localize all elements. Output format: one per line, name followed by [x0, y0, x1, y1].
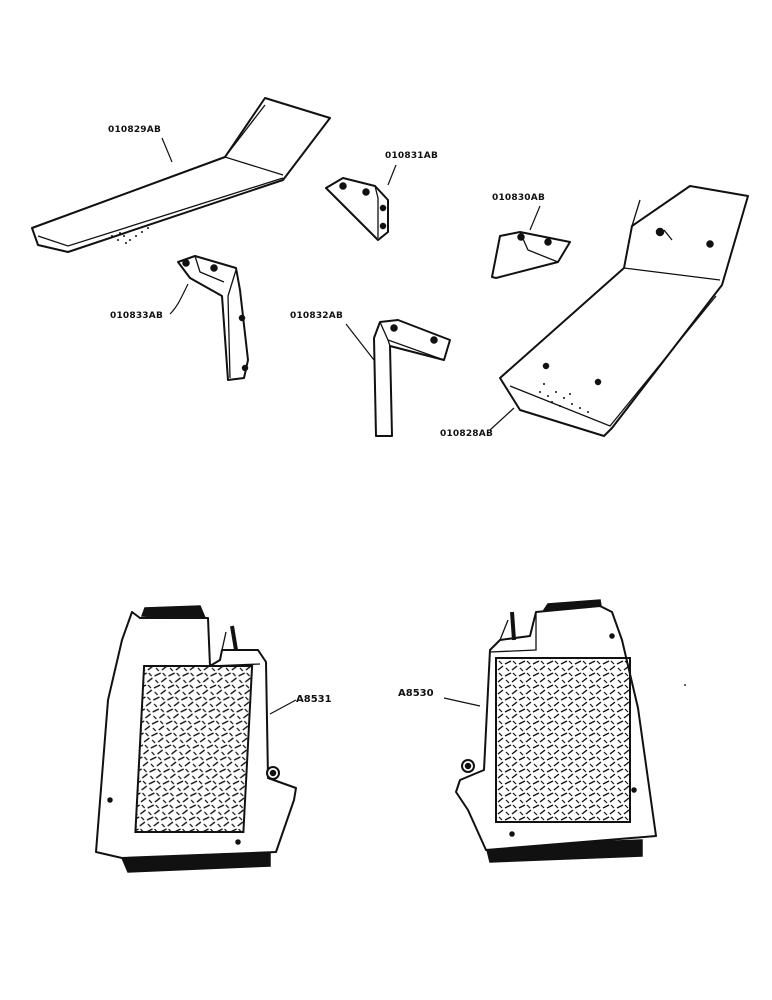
leader-010828ab — [489, 407, 515, 431]
label-010832ab: 010832AB — [290, 311, 343, 321]
bracket-angle-right — [373, 319, 451, 437]
label-010833ab: 010833AB — [110, 311, 163, 321]
leader-a8531 — [269, 699, 297, 715]
leader-010831ab — [387, 164, 397, 186]
bracket-small-left — [325, 177, 389, 241]
label-group-010830: 010830AB — [492, 193, 545, 231]
label-010830ab: 010830AB — [492, 193, 545, 203]
label-group-010832: 010832AB — [290, 311, 375, 361]
bracket-small-right — [491, 231, 571, 279]
step-plate-left — [95, 605, 297, 873]
leader-010832ab — [345, 323, 375, 361]
label-group-a8530: A8530 — [398, 688, 481, 707]
step-left-upper — [31, 97, 331, 253]
leader-010829ab — [161, 137, 173, 163]
label-a8531: A8531 — [296, 694, 332, 705]
bracket-angle-left — [177, 255, 249, 381]
leader-a8530 — [443, 697, 481, 707]
label-group-010829: 010829AB — [108, 125, 173, 163]
label-010828ab: 010828AB — [440, 429, 493, 439]
label-group-010828: 010828AB — [440, 407, 515, 439]
label-group-a8531: A8531 — [269, 694, 332, 715]
leader-010833ab — [169, 283, 189, 315]
step-plate-right — [455, 599, 657, 863]
speck — [684, 684, 686, 686]
label-010829ab: 010829AB — [108, 125, 161, 135]
tread-plate-left — [134, 665, 254, 833]
tread-plate-right — [495, 657, 631, 823]
label-010831ab: 010831AB — [385, 151, 438, 161]
leader-010830ab — [529, 205, 541, 231]
step-right-upper — [499, 185, 749, 437]
label-group-010831: 010831AB — [385, 151, 438, 186]
label-a8530: A8530 — [398, 688, 434, 699]
label-group-010833: 010833AB — [110, 283, 189, 321]
